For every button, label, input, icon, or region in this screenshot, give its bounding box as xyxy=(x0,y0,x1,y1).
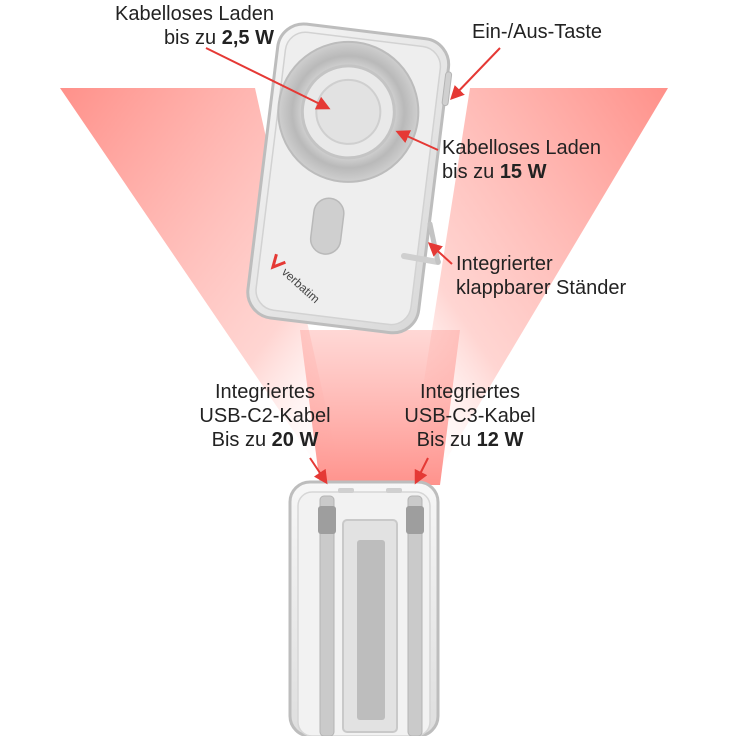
label-stand-line2: klappbarer Ständer xyxy=(456,277,627,299)
label-wireless-large-value: 15 W xyxy=(499,161,547,183)
usb-c2-cable xyxy=(318,495,336,736)
label-usb-c2-prefix: Bis zu xyxy=(211,429,272,451)
label-wireless-large-line1: Kabelloses Laden xyxy=(442,137,602,159)
label-usb-c2-line1: Integriertes xyxy=(214,381,316,403)
arrow-usb-c3 xyxy=(414,457,429,485)
glow-beam-right xyxy=(410,88,668,470)
powerbank-front-view xyxy=(288,480,440,736)
label-usb-c3-line1: Integriertes xyxy=(419,381,521,403)
glow-beam-center xyxy=(300,330,460,485)
stand-recess xyxy=(309,197,345,255)
arrow-wireless-small xyxy=(205,47,331,110)
arrow-stand xyxy=(427,242,453,265)
label-stand: Integrierter klappbarer Ständer xyxy=(456,252,626,300)
label-usb-c3-value: 12 W xyxy=(476,429,524,451)
power-button xyxy=(441,71,453,107)
arrow-wireless-large xyxy=(395,130,439,151)
label-wireless-large-prefix: bis zu xyxy=(442,161,500,183)
label-usb-c2-value: 20 W xyxy=(271,429,319,451)
label-wireless-small-prefix: bis zu xyxy=(163,27,222,49)
label-wireless-large: Kabelloses Laden bis zu 15 W xyxy=(442,136,601,184)
label-power-button-line1: Ein-/Aus-Taste xyxy=(472,21,603,43)
label-wireless-small-line1: Kabelloses Laden xyxy=(114,3,274,25)
label-usb-c2: Integriertes USB-C2-Kabel Bis zu 20 W xyxy=(180,380,350,452)
label-stand-line1: Integrierter xyxy=(456,253,553,275)
powerbank-top-view: verbatim xyxy=(246,22,453,335)
arrow-usb-c2 xyxy=(309,457,328,485)
usb-c3-cable xyxy=(406,495,424,736)
label-usb-c3: Integriertes USB-C3-Kabel Bis zu 12 W xyxy=(382,380,558,452)
arrow-power-button xyxy=(450,47,501,101)
label-wireless-small: Kabelloses Laden bis zu 2,5 W xyxy=(58,2,274,50)
label-usb-c3-prefix: Bis zu xyxy=(416,429,477,451)
label-power-button: Ein-/Aus-Taste xyxy=(472,20,602,44)
label-usb-c3-line2: USB-C3-Kabel xyxy=(404,405,536,427)
label-wireless-small-value: 2,5 W xyxy=(221,27,274,49)
label-usb-c2-line2: USB-C2-Kabel xyxy=(199,405,331,427)
